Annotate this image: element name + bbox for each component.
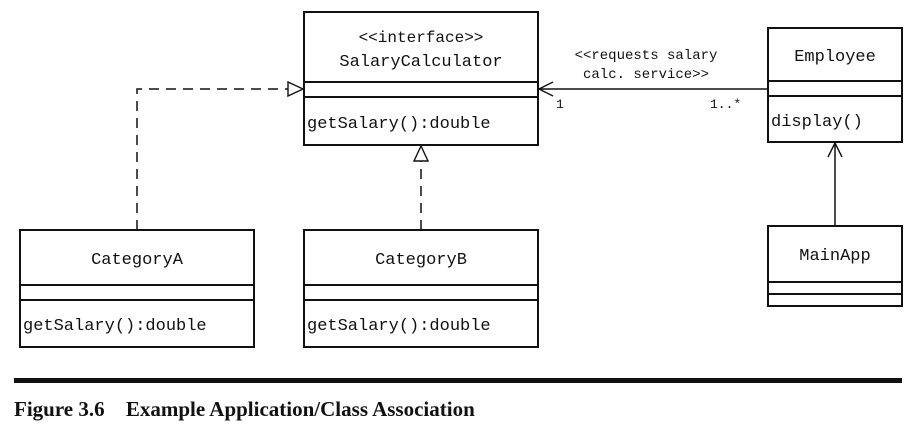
main-app-name: MainApp	[799, 247, 870, 266]
figure-title: Example Application/Class Association	[125, 397, 475, 421]
figure-caption: Figure 3.6 Example Application/Class Ass…	[14, 397, 475, 422]
caption-rule	[14, 378, 902, 383]
multiplicity-target: 1..*	[710, 97, 741, 112]
salary-calculator-method: getSalary():double	[307, 115, 491, 134]
category-a-method: getSalary():double	[23, 317, 207, 336]
association-label-line2: calc. service>>	[583, 67, 709, 83]
category-a-name: CategoryA	[91, 251, 184, 270]
realization-category-a	[136, 89, 303, 230]
multiplicity-source: 1	[556, 97, 564, 112]
salary-calculator-name: SalaryCalculator	[339, 53, 502, 72]
class-main-app: MainApp	[767, 225, 903, 307]
salary-calculator-stereotype: <<interface>>	[359, 29, 484, 47]
figure-number: Figure 3.6	[14, 397, 105, 421]
employee-method: display()	[771, 113, 863, 132]
class-employee: Employee display()	[767, 27, 903, 143]
category-b-name: CategoryB	[375, 251, 467, 270]
class-diagram: <<interface>> SalaryCalculator getSalary…	[19, 11, 903, 348]
category-b-method: getSalary():double	[307, 317, 491, 336]
association-label-line1: <<requests salary	[575, 48, 718, 64]
class-category-a: CategoryA getSalary():double	[19, 229, 255, 348]
class-category-b: CategoryB getSalary():double	[303, 229, 539, 348]
class-salary-calculator: <<interface>> SalaryCalculator getSalary…	[303, 11, 539, 146]
employee-name: Employee	[794, 48, 876, 67]
